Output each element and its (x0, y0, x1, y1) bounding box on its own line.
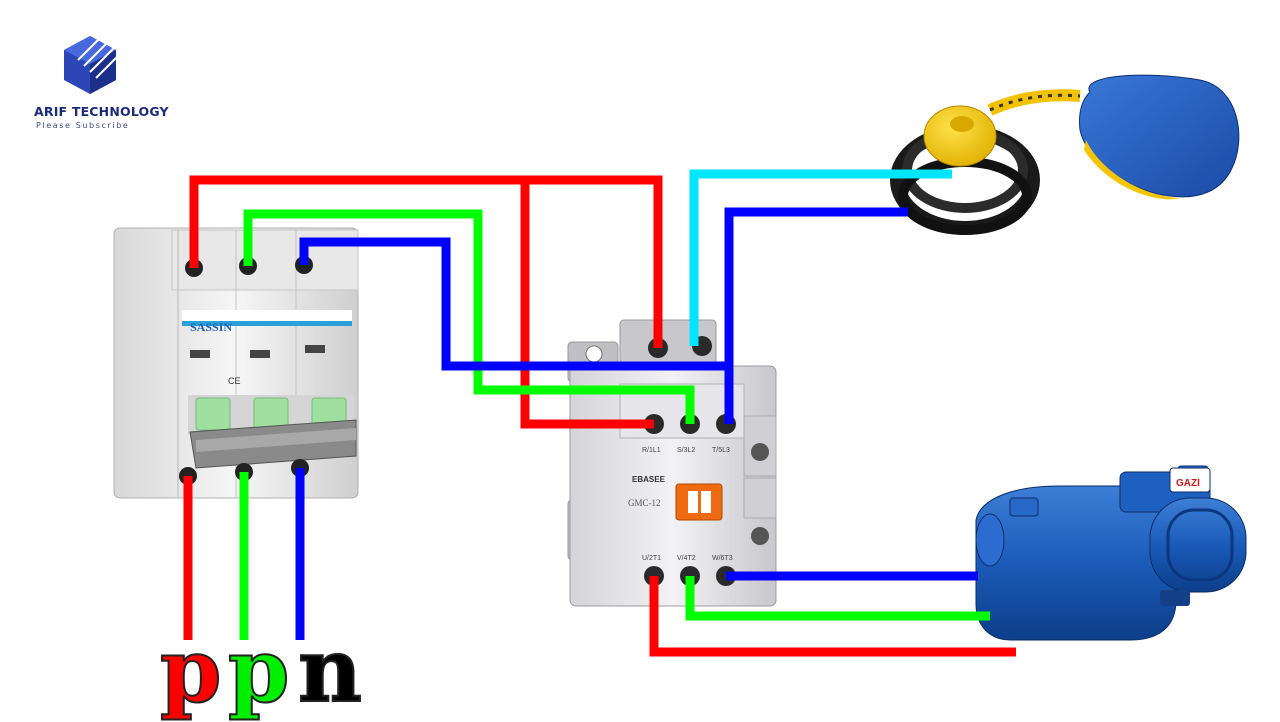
contactor-terminal-label-4: U/2T1 (642, 555, 661, 562)
green-pump-wire (685, 576, 990, 621)
contactor-terminal-label-1: R/1L1 (642, 447, 661, 454)
wiring (183, 169, 1016, 657)
brand-tagline: Please Subscribe (36, 121, 130, 130)
red-control-wire (520, 180, 654, 429)
mcb-breaker-icon: SASSIN CE (113, 227, 359, 499)
water-pump-icon: GAZI (975, 465, 1247, 641)
contactor-terminal-label-5: V/4T2 (677, 555, 696, 562)
blue-float-wire (724, 207, 908, 424)
green-line-wire (243, 209, 695, 424)
blue-neutral-wire (299, 237, 726, 371)
breaker-mark: CE (228, 376, 241, 386)
red-line-wire (189, 175, 663, 348)
supply-label-phase-2: p (227, 618, 291, 722)
float-switch-icon (890, 74, 1240, 235)
supply-label-phase-1: p (159, 618, 223, 722)
circuit-cube-logo-icon (64, 35, 123, 94)
brand-name: ARIF TECHNOLOGY (34, 104, 169, 119)
contactor-terminal-label-6: W/6T3 (712, 555, 733, 562)
contactor-terminal-label-2: S/3L2 (677, 447, 695, 454)
red-pump-wire (649, 576, 1016, 657)
pump-brand: GAZI (1176, 478, 1200, 489)
contactor-brand: EBASEE (632, 475, 666, 484)
breaker-brand: SASSIN (190, 320, 232, 334)
supply-label-neutral: n (297, 618, 363, 722)
contactor-terminal-label-3: T/5L3 (712, 447, 730, 454)
cyan-float-wire (689, 169, 952, 346)
contactor-model: GMC-12 (628, 498, 661, 508)
brand-logo: ARIF TECHNOLOGY Please Subscribe (30, 28, 169, 138)
